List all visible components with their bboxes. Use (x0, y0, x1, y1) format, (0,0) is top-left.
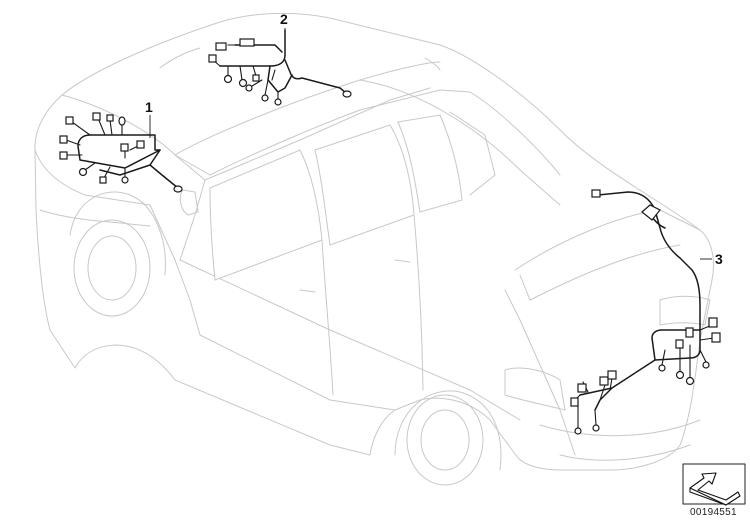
document-number: 00194551 (690, 507, 737, 518)
callout-3: 3 (715, 251, 723, 267)
wiring-harness-2 (208, 28, 352, 106)
wiring-harness-3 (570, 189, 721, 435)
wiring-harness-1 (59, 112, 183, 193)
orientation-arrow-icon (682, 463, 746, 506)
callout-1: 1 (145, 99, 153, 115)
callout-2: 2 (280, 11, 288, 27)
vehicle-outline (34, 12, 714, 486)
